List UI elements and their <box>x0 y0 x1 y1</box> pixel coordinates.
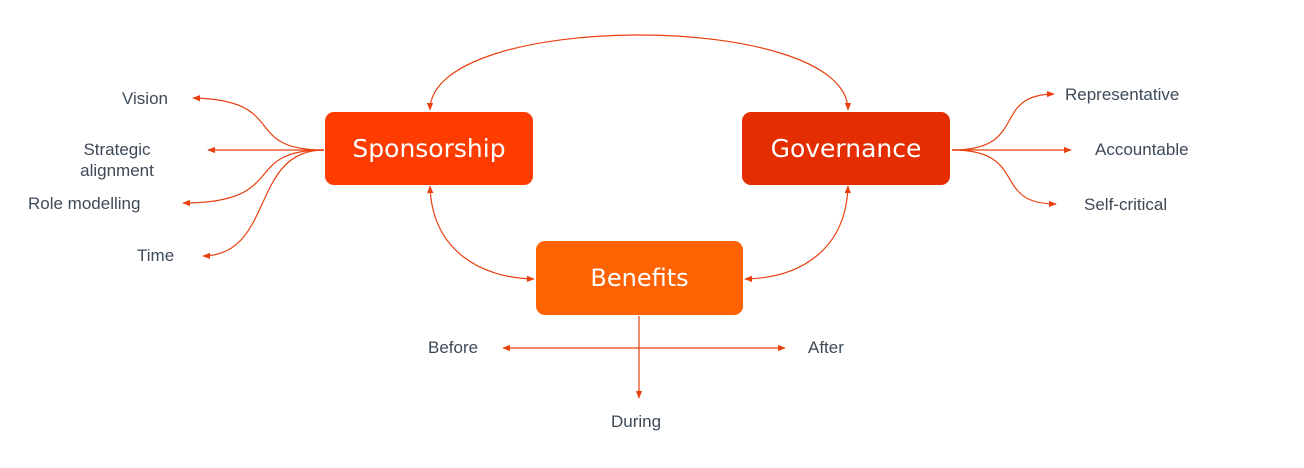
arrow-to-vision <box>192 94 325 151</box>
sponsorship-benefits-arrow <box>427 185 535 283</box>
arrow-to-role-modelling <box>182 149 325 207</box>
label-self-critical: Self-critical <box>1084 195 1168 214</box>
arrow-to-self-critical <box>951 149 1057 208</box>
label-before: Before <box>428 338 479 357</box>
arrow-to-representative <box>951 90 1055 151</box>
label-representative: Representative <box>1065 85 1180 104</box>
governance-benefits-arrow <box>744 185 851 283</box>
label-during: During <box>611 412 662 431</box>
sponsorship-box: Sponsorship <box>325 112 533 185</box>
arrow-to-time <box>202 149 325 260</box>
label-strategic-alignment: Strategic alignment <box>72 139 162 181</box>
sponsorship-governance-arrow <box>426 34 852 111</box>
label-after: After <box>808 338 844 357</box>
label-accountable: Accountable <box>1095 140 1189 159</box>
label-time: Time <box>137 246 175 265</box>
governance-box: Governance <box>742 112 950 185</box>
label-strategic-line2: alignment <box>80 161 154 180</box>
benefits-box: Benefits <box>536 241 743 315</box>
label-role-modelling: Role modelling <box>28 194 141 213</box>
label-strategic-line1: Strategic <box>83 140 151 159</box>
label-vision: Vision <box>122 89 168 108</box>
